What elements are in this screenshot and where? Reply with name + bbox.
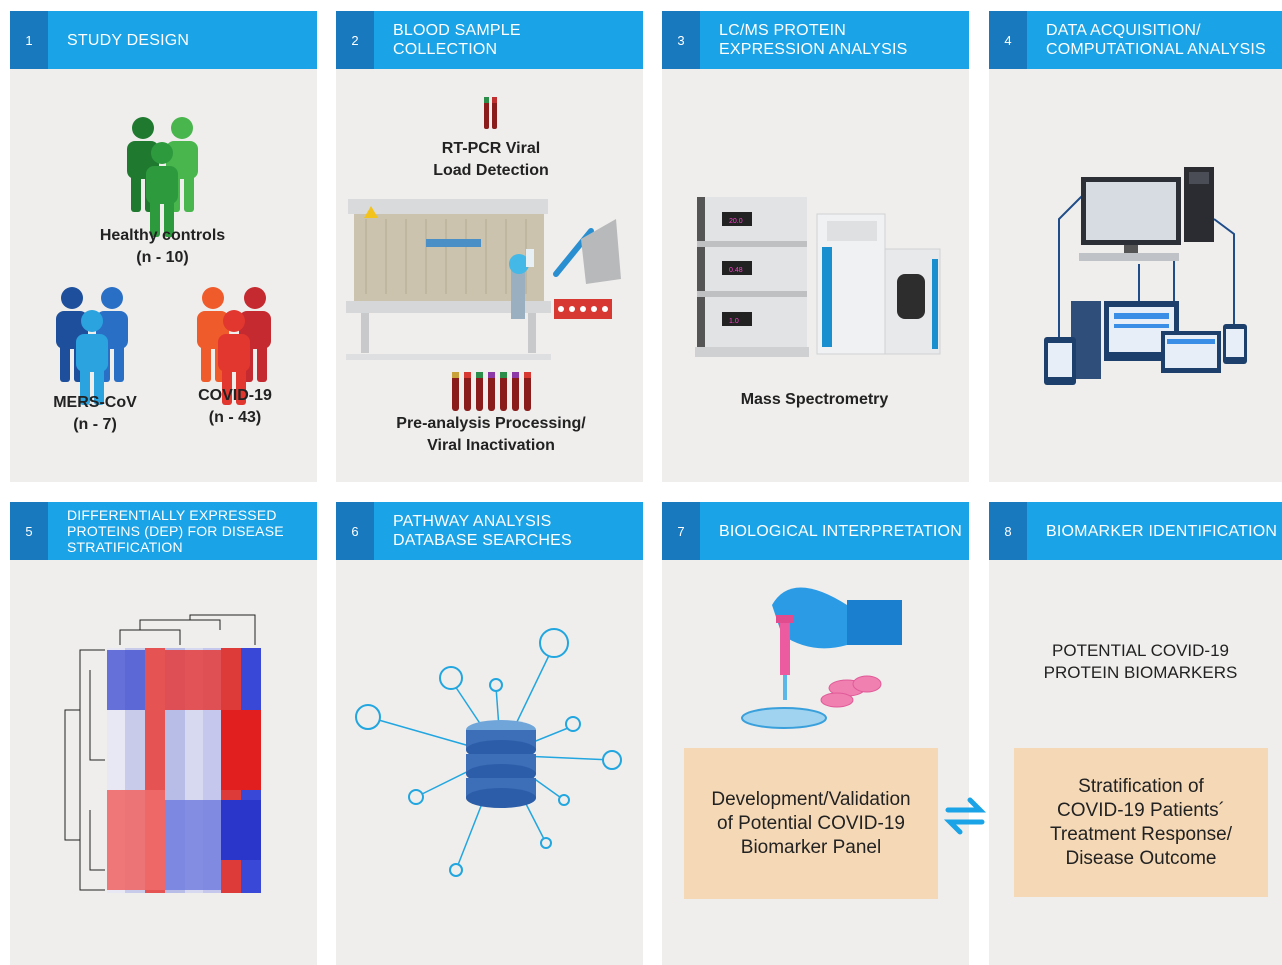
covid-19-count: (n - 43) bbox=[208, 409, 262, 426]
step-number: 1 bbox=[10, 11, 48, 69]
panel-header: 7 BIOLOGICAL INTERPRETATION bbox=[662, 502, 969, 560]
panel-title: STUDY DESIGN bbox=[67, 31, 190, 49]
panel-title: PATHWAY ANALYSIS DATABASE SEARCHES bbox=[393, 513, 572, 549]
healthy-controls-label: Healthy controls bbox=[99, 227, 226, 244]
validation-box: Development/Validation of Potential COVI… bbox=[684, 748, 938, 899]
panel-biomarker: 8 BIOMARKER IDENTIFICATION POTENTIAL COV… bbox=[989, 502, 1282, 965]
panel-header: 8 BIOMARKER IDENTIFICATION bbox=[989, 502, 1282, 560]
rt-pcr-label: RT-PCR Viral Load Detection bbox=[433, 140, 549, 179]
panel-body bbox=[336, 560, 643, 965]
step-number: 7 bbox=[662, 502, 700, 560]
client-devices-icon bbox=[1044, 301, 1247, 385]
panel-title: BIOMARKER IDENTIFICATION bbox=[1046, 522, 1278, 540]
petri-dish-icon bbox=[741, 707, 827, 729]
panel-body: RT-PCR Viral Load Detection Pre-analysis… bbox=[336, 69, 643, 482]
panel-title: DIFFERENTIALLY EXPRESSED PROTEINS (DEP) … bbox=[67, 507, 284, 555]
step-number: 6 bbox=[336, 502, 374, 560]
panel-title: LC/MS PROTEIN EXPRESSION ANALYSIS bbox=[719, 22, 908, 58]
panel-header: 2 BLOOD SAMPLE COLLECTION bbox=[336, 11, 643, 69]
panel-body: Healthy controls (n - 10) MERS-CoV (n - … bbox=[10, 69, 317, 482]
lab-hand-illustration bbox=[741, 587, 902, 729]
heatmap-illustration bbox=[64, 614, 261, 893]
lab-equipment-illustration bbox=[346, 97, 621, 411]
computer-network-illustration bbox=[1044, 167, 1247, 385]
healthy-controls-icon bbox=[127, 117, 198, 237]
mass-spectrometer-illustration: 20.0 0.48 1.0 bbox=[695, 197, 941, 357]
step-number: 4 bbox=[989, 11, 1027, 69]
panel-lcms: 3 LC/MS PROTEIN EXPRESSION ANALYSIS 20.0… bbox=[662, 11, 969, 482]
panel-header: 3 LC/MS PROTEIN EXPRESSION ANALYSIS bbox=[662, 11, 969, 69]
equilibrium-arrows-icon bbox=[943, 797, 987, 835]
panel-body: POTENTIAL COVID-19 PROTEIN BIOMARKERS St… bbox=[989, 560, 1282, 965]
panel-pathway: 6 PATHWAY ANALYSIS DATABASE SEARCHES bbox=[336, 502, 643, 965]
covid-19-label: COVID-19 bbox=[198, 387, 272, 404]
blood-tubes-icon bbox=[484, 97, 497, 129]
pre-analysis-label: Pre-analysis Processing/ Viral Inactivat… bbox=[396, 415, 586, 454]
database-icon bbox=[466, 720, 536, 808]
gloved-hand-pipette-icon bbox=[772, 587, 902, 700]
screen-reading: 1.0 bbox=[729, 318, 739, 325]
step-number: 3 bbox=[662, 11, 700, 69]
panel-title: DATA ACQUISITION/ COMPUTATIONAL ANALYSIS bbox=[1046, 22, 1266, 58]
panel-dep: 5 DIFFERENTIALLY EXPRESSED PROTEINS (DEP… bbox=[10, 502, 317, 965]
desktop-computer-icon bbox=[1079, 167, 1214, 261]
mass-spectrometry-label: Mass Spectrometry bbox=[740, 391, 889, 408]
heatmap-grid bbox=[107, 648, 261, 893]
node-icons bbox=[355, 628, 622, 877]
panel-body bbox=[989, 69, 1282, 482]
mers-cov-icon bbox=[56, 287, 128, 405]
step-number: 5 bbox=[10, 502, 48, 560]
gloved-hand-icon bbox=[509, 249, 534, 319]
database-network-illustration bbox=[355, 628, 622, 877]
tube-rack-icon bbox=[554, 299, 612, 319]
step-number: 2 bbox=[336, 11, 374, 69]
panel-body: 20.0 0.48 1.0 Mass Spectrometry bbox=[662, 69, 969, 482]
panel-biological: 7 BIOLOGICAL INTERPRETATION Development/… bbox=[662, 502, 969, 965]
ms-unit-icon bbox=[816, 213, 941, 355]
panel-blood-sample: 2 BLOOD SAMPLE COLLECTION bbox=[336, 11, 643, 482]
panel-header: 4 DATA ACQUISITION/ COMPUTATIONAL ANALYS… bbox=[989, 11, 1282, 69]
panel-header: 6 PATHWAY ANALYSIS DATABASE SEARCHES bbox=[336, 502, 643, 560]
panel-study-design: 1 STUDY DESIGN bbox=[10, 11, 317, 482]
healthy-controls-count: (n - 10) bbox=[136, 249, 189, 266]
panel-data-acquisition: 4 DATA ACQUISITION/ COMPUTATIONAL ANALYS… bbox=[989, 11, 1282, 482]
biomarker-title: POTENTIAL COVID-19 PROTEIN BIOMARKERS bbox=[1043, 641, 1238, 682]
screen-reading: 20.0 bbox=[729, 218, 743, 225]
panel-title: BIOLOGICAL INTERPRETATION bbox=[719, 522, 962, 540]
mers-cov-label: MERS-CoV bbox=[53, 394, 137, 411]
lc-stack-icon: 20.0 0.48 1.0 bbox=[695, 197, 809, 357]
panel-title: BLOOD SAMPLE COLLECTION bbox=[393, 22, 521, 58]
step-number: 8 bbox=[989, 502, 1027, 560]
cells-icon bbox=[820, 675, 882, 708]
processed-tubes-icon bbox=[452, 372, 531, 411]
stratification-box: Stratification of COVID-19 Patients´ Tre… bbox=[1014, 748, 1268, 897]
dendrogram-icon bbox=[64, 614, 256, 891]
panel-body: Development/Validation of Potential COVI… bbox=[662, 560, 969, 965]
panel-header: 1 STUDY DESIGN bbox=[10, 11, 317, 69]
mers-cov-count: (n - 7) bbox=[73, 416, 117, 433]
panel-header: 5 DIFFERENTIALLY EXPRESSED PROTEINS (DEP… bbox=[10, 502, 317, 560]
screen-reading: 0.48 bbox=[729, 267, 743, 274]
panel-body bbox=[10, 560, 317, 965]
